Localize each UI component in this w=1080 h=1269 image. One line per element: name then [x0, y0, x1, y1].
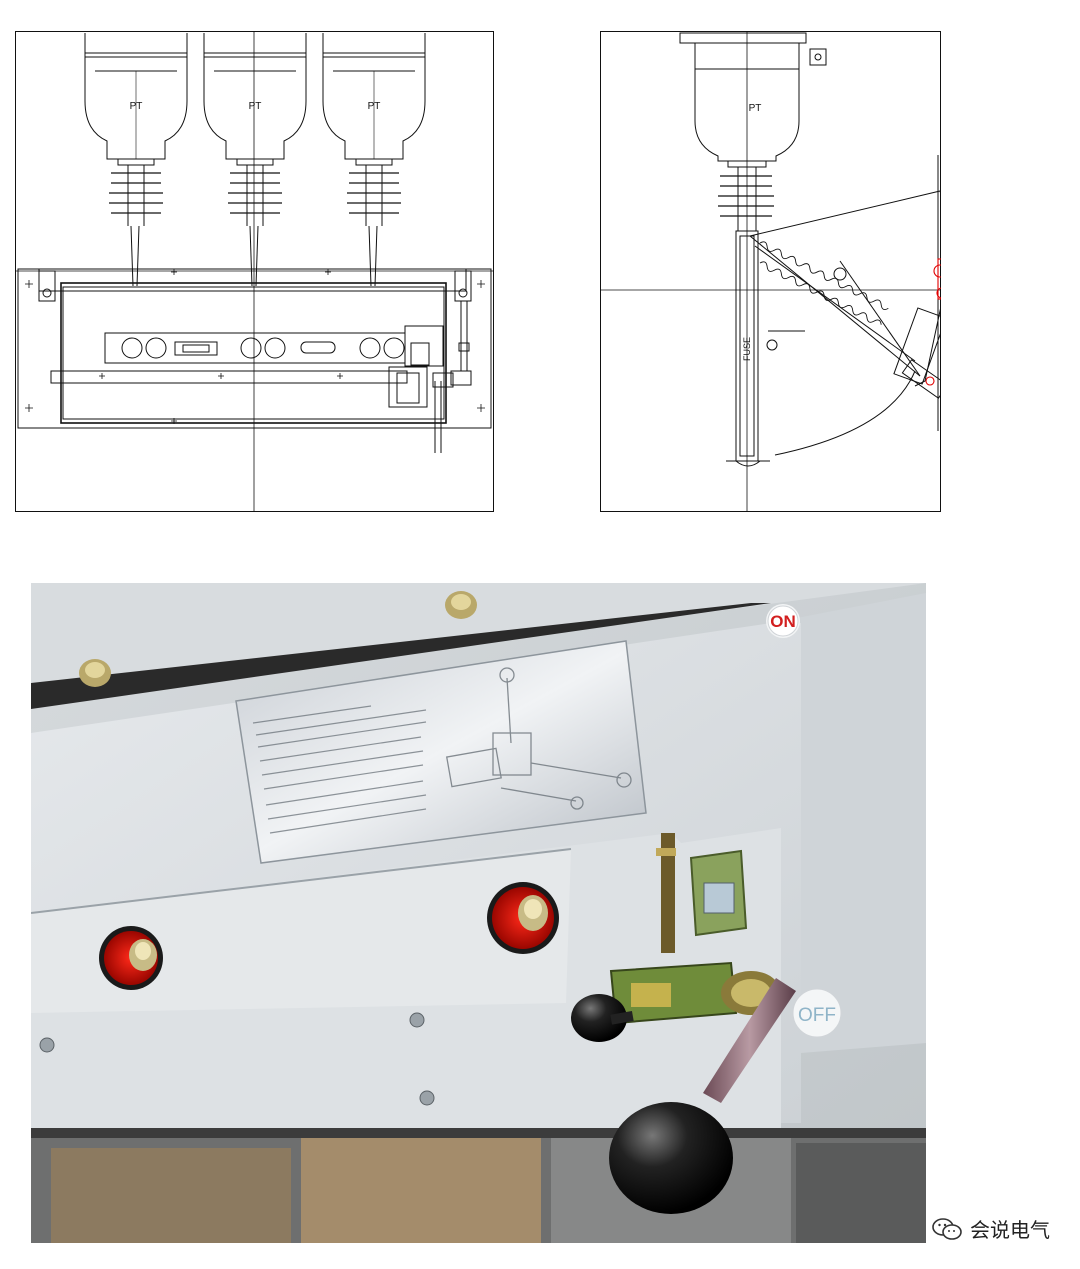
on-badge	[766, 604, 800, 638]
interlock-mechanism	[609, 833, 781, 1025]
screw-2	[409, 1012, 425, 1028]
side-view-drawing: PT FUSE	[600, 31, 941, 512]
bolt-top-2	[79, 659, 111, 687]
operating-rod	[703, 978, 796, 1103]
fuse-label: FUSE	[742, 337, 752, 361]
screw-1	[39, 1037, 55, 1053]
pt-unit-side	[694, 43, 800, 231]
off-badge	[792, 988, 842, 1038]
screw-3	[419, 1090, 435, 1106]
pt-unit-1	[84, 33, 188, 287]
indicator-hole-2	[487, 882, 559, 954]
off-label: OFF	[798, 1005, 836, 1026]
wechat-icon	[932, 1217, 962, 1240]
red-mechanism	[925, 258, 941, 386]
switchgear-photo: ON OFF	[31, 583, 926, 1243]
pt-label-1: PT	[130, 101, 143, 112]
front-view-drawing: PT PT PT	[15, 31, 494, 512]
instruction-label	[235, 640, 647, 864]
switch-panel	[17, 268, 492, 429]
on-label: ON	[770, 612, 796, 631]
pt-unit-2	[203, 33, 307, 287]
label-illustration	[445, 667, 632, 810]
small-knob	[571, 994, 627, 1042]
watermark: 会说电气	[932, 1214, 1050, 1243]
front-frame	[15, 31, 494, 512]
pt-label-side: PT	[749, 103, 762, 114]
indicator-hole-1	[99, 926, 163, 990]
pt-label-2: PT	[249, 101, 262, 112]
bolt-top-1	[445, 591, 477, 619]
pt-label-3: PT	[368, 101, 381, 112]
arm-spring	[759, 241, 889, 325]
large-handle-knob	[609, 1102, 733, 1214]
pt-unit-3	[322, 33, 426, 287]
watermark-text: 会说电气	[970, 1218, 1050, 1242]
side-frame	[600, 31, 941, 512]
